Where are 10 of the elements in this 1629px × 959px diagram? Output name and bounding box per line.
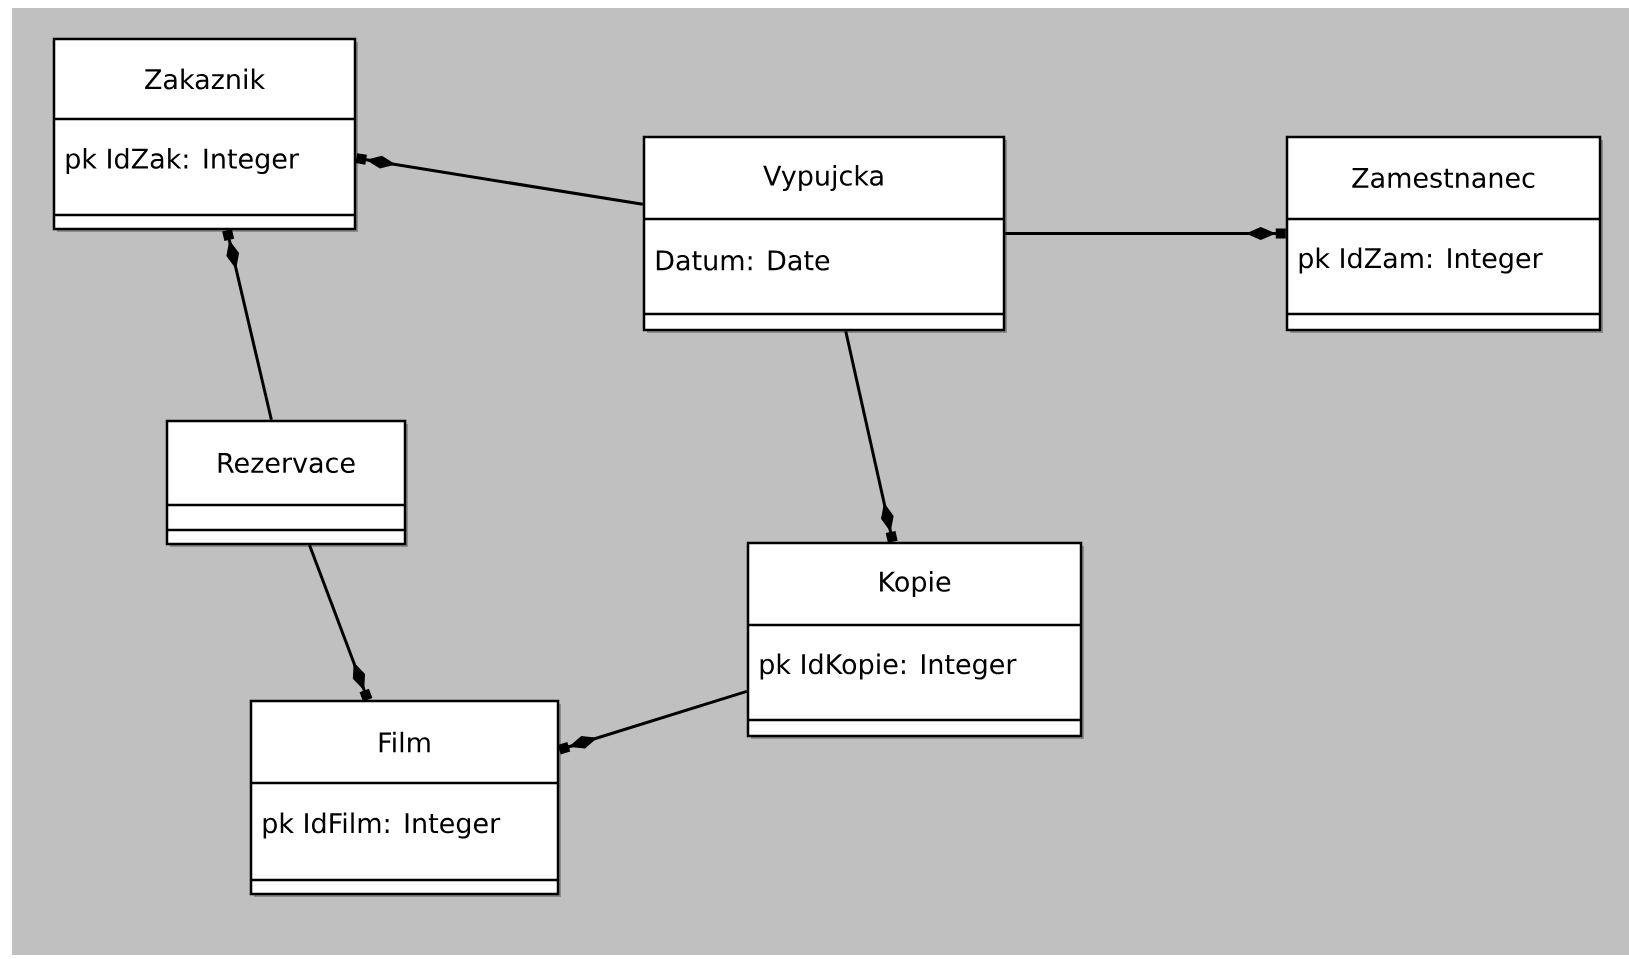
class-box: Kopie pk IdKopie: Integer: [746, 541, 1084, 739]
class-box: Rezervace: [165, 419, 408, 547]
class-box: Film pk IdFilm: Integer: [249, 699, 561, 897]
composition-line: [844, 330, 898, 543]
class-box: Zakaznik pk IdZak: Integer: [52, 37, 358, 232]
composition-line: [355, 153, 643, 206]
class-box: Vypujcka Datum: Date: [642, 135, 1007, 333]
composition-line: [1005, 227, 1286, 240]
class-box: Zamestnanec pk IdZam: Integer: [1285, 135, 1603, 333]
composition-line: [222, 229, 273, 421]
